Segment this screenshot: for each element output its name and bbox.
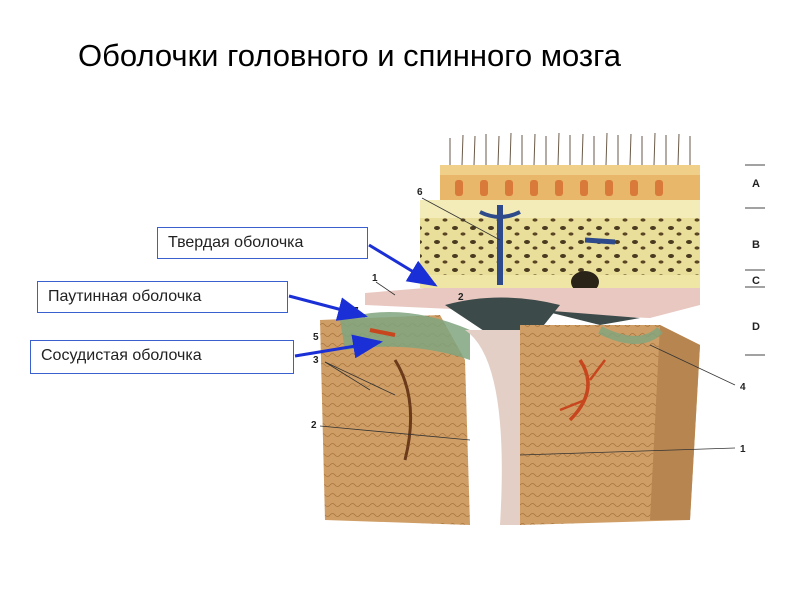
figure-number: 1: [740, 444, 746, 455]
figure-number: 2: [311, 420, 317, 431]
callout-arachnoid-mater: Паутинная оболочка: [37, 281, 288, 313]
layer-letter-b: B: [752, 239, 760, 251]
callout-pia-mater: Сосудистая оболочка: [30, 340, 294, 374]
arrow-arachnoid: [288, 294, 368, 321]
skull-bone-layer: [420, 200, 700, 293]
figure-number: 5: [313, 332, 319, 343]
figure-number: 4: [740, 382, 746, 393]
layer-letter-c: C: [752, 275, 760, 287]
figure-number: 1: [372, 273, 378, 284]
layer-letter-labels: A B C D: [745, 164, 765, 356]
layer-letter-d: D: [752, 321, 760, 333]
page-title: Оболочки головного и спинного мозга: [78, 38, 622, 73]
falx-fold: [465, 330, 560, 525]
left-brain-block: [320, 312, 470, 525]
layer-letter-a: A: [752, 178, 760, 190]
arrow-pia: [294, 334, 383, 359]
figure-number: 2: [458, 292, 464, 303]
callout-arrows: [288, 243, 438, 359]
callout-dura-mater: Твердая оболочка: [157, 227, 368, 259]
scalp-layer: [440, 132, 700, 200]
arrow-dura: [368, 243, 438, 287]
figure-number: 6: [417, 187, 423, 198]
figure-number: 3: [313, 355, 319, 366]
right-brain-block: [520, 325, 700, 525]
figure-leader-lines: [319, 197, 736, 456]
